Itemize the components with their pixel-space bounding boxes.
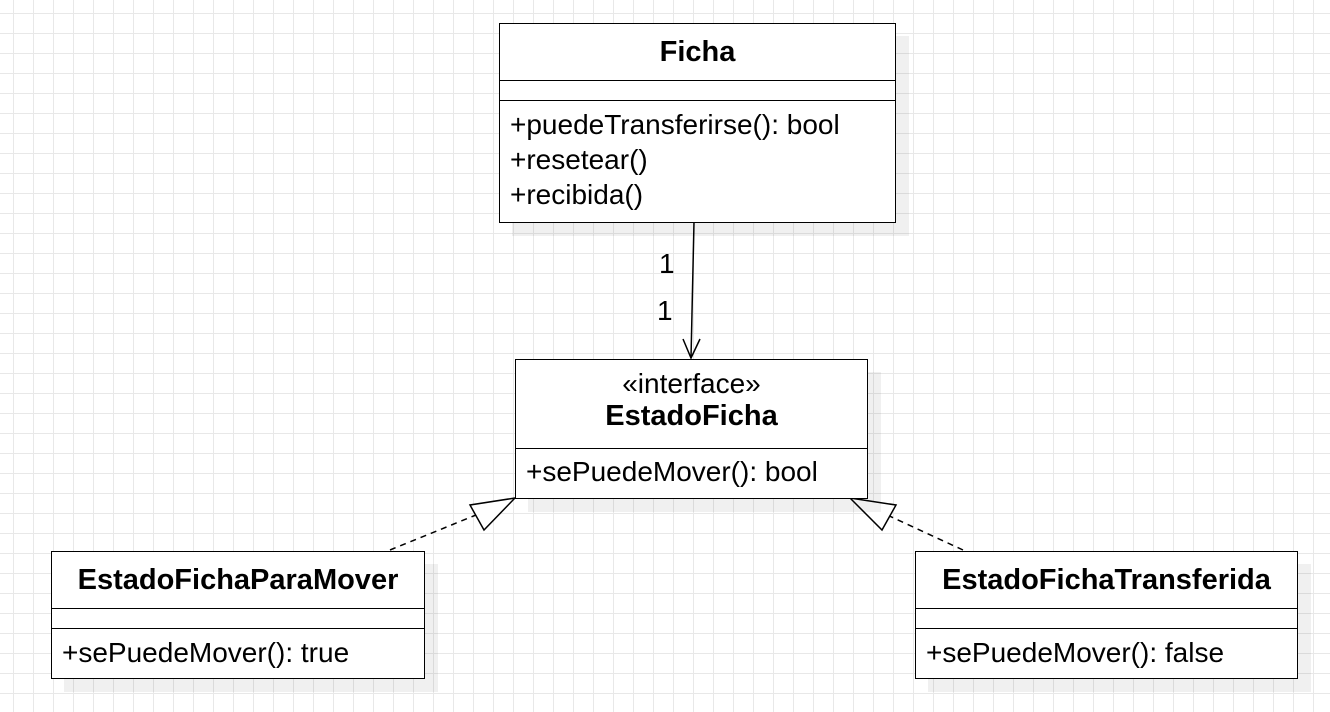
realization-line-transferida[interactable] [884,513,964,551]
class-estado-ficha[interactable]: «interface» EstadoFicha +sePuedeMover():… [515,359,868,499]
para-mover-methods: +sePuedeMover(): true [52,628,424,670]
interface-stereotype: «interface» [622,368,761,399]
realization-line-para-mover[interactable] [389,514,477,551]
realization-arrowhead-para-mover [468,496,518,532]
method-se-puede-mover-bool: +sePuedeMover(): bool [526,456,818,487]
estado-ficha-methods: +sePuedeMover(): bool [516,448,867,489]
method-puede-transferirse: +puedeTransferirse(): bool [510,109,840,140]
class-estado-ficha-transferida[interactable]: EstadoFichaTransferida +sePuedeMover(): … [915,551,1298,679]
realization-arrowhead-transferida [847,496,898,532]
class-name-estado-ficha-transferida: EstadoFichaTransferida [942,564,1271,596]
para-mover-attributes [52,608,424,628]
class-name-ficha: Ficha [659,36,736,68]
association-arrowhead [682,338,701,360]
method-resetear: +resetear() [510,144,648,175]
class-name-estado-ficha-para-mover: EstadoFichaParaMover [77,564,399,596]
multiplicity-target: 1 [657,295,673,326]
transferida-methods: +sePuedeMover(): false [916,628,1297,670]
ficha-attributes [500,80,895,100]
multiplicity-source: 1 [659,248,675,279]
estado-ficha-header: «interface» EstadoFicha [516,360,867,448]
transferida-attributes [916,608,1297,628]
class-ficha[interactable]: Ficha +puedeTransferirse(): bool +resete… [499,23,896,223]
association-line[interactable] [690,221,695,359]
class-estado-ficha-para-mover[interactable]: EstadoFichaParaMover +sePuedeMover(): tr… [51,551,425,679]
method-se-puede-mover-true: +sePuedeMover(): true [62,637,350,668]
ficha-methods: +puedeTransferirse(): bool +resetear() +… [500,100,895,212]
method-se-puede-mover-false: +sePuedeMover(): false [926,637,1225,668]
method-recibida: +recibida() [510,179,644,210]
class-name-estado-ficha: EstadoFicha [605,400,778,432]
